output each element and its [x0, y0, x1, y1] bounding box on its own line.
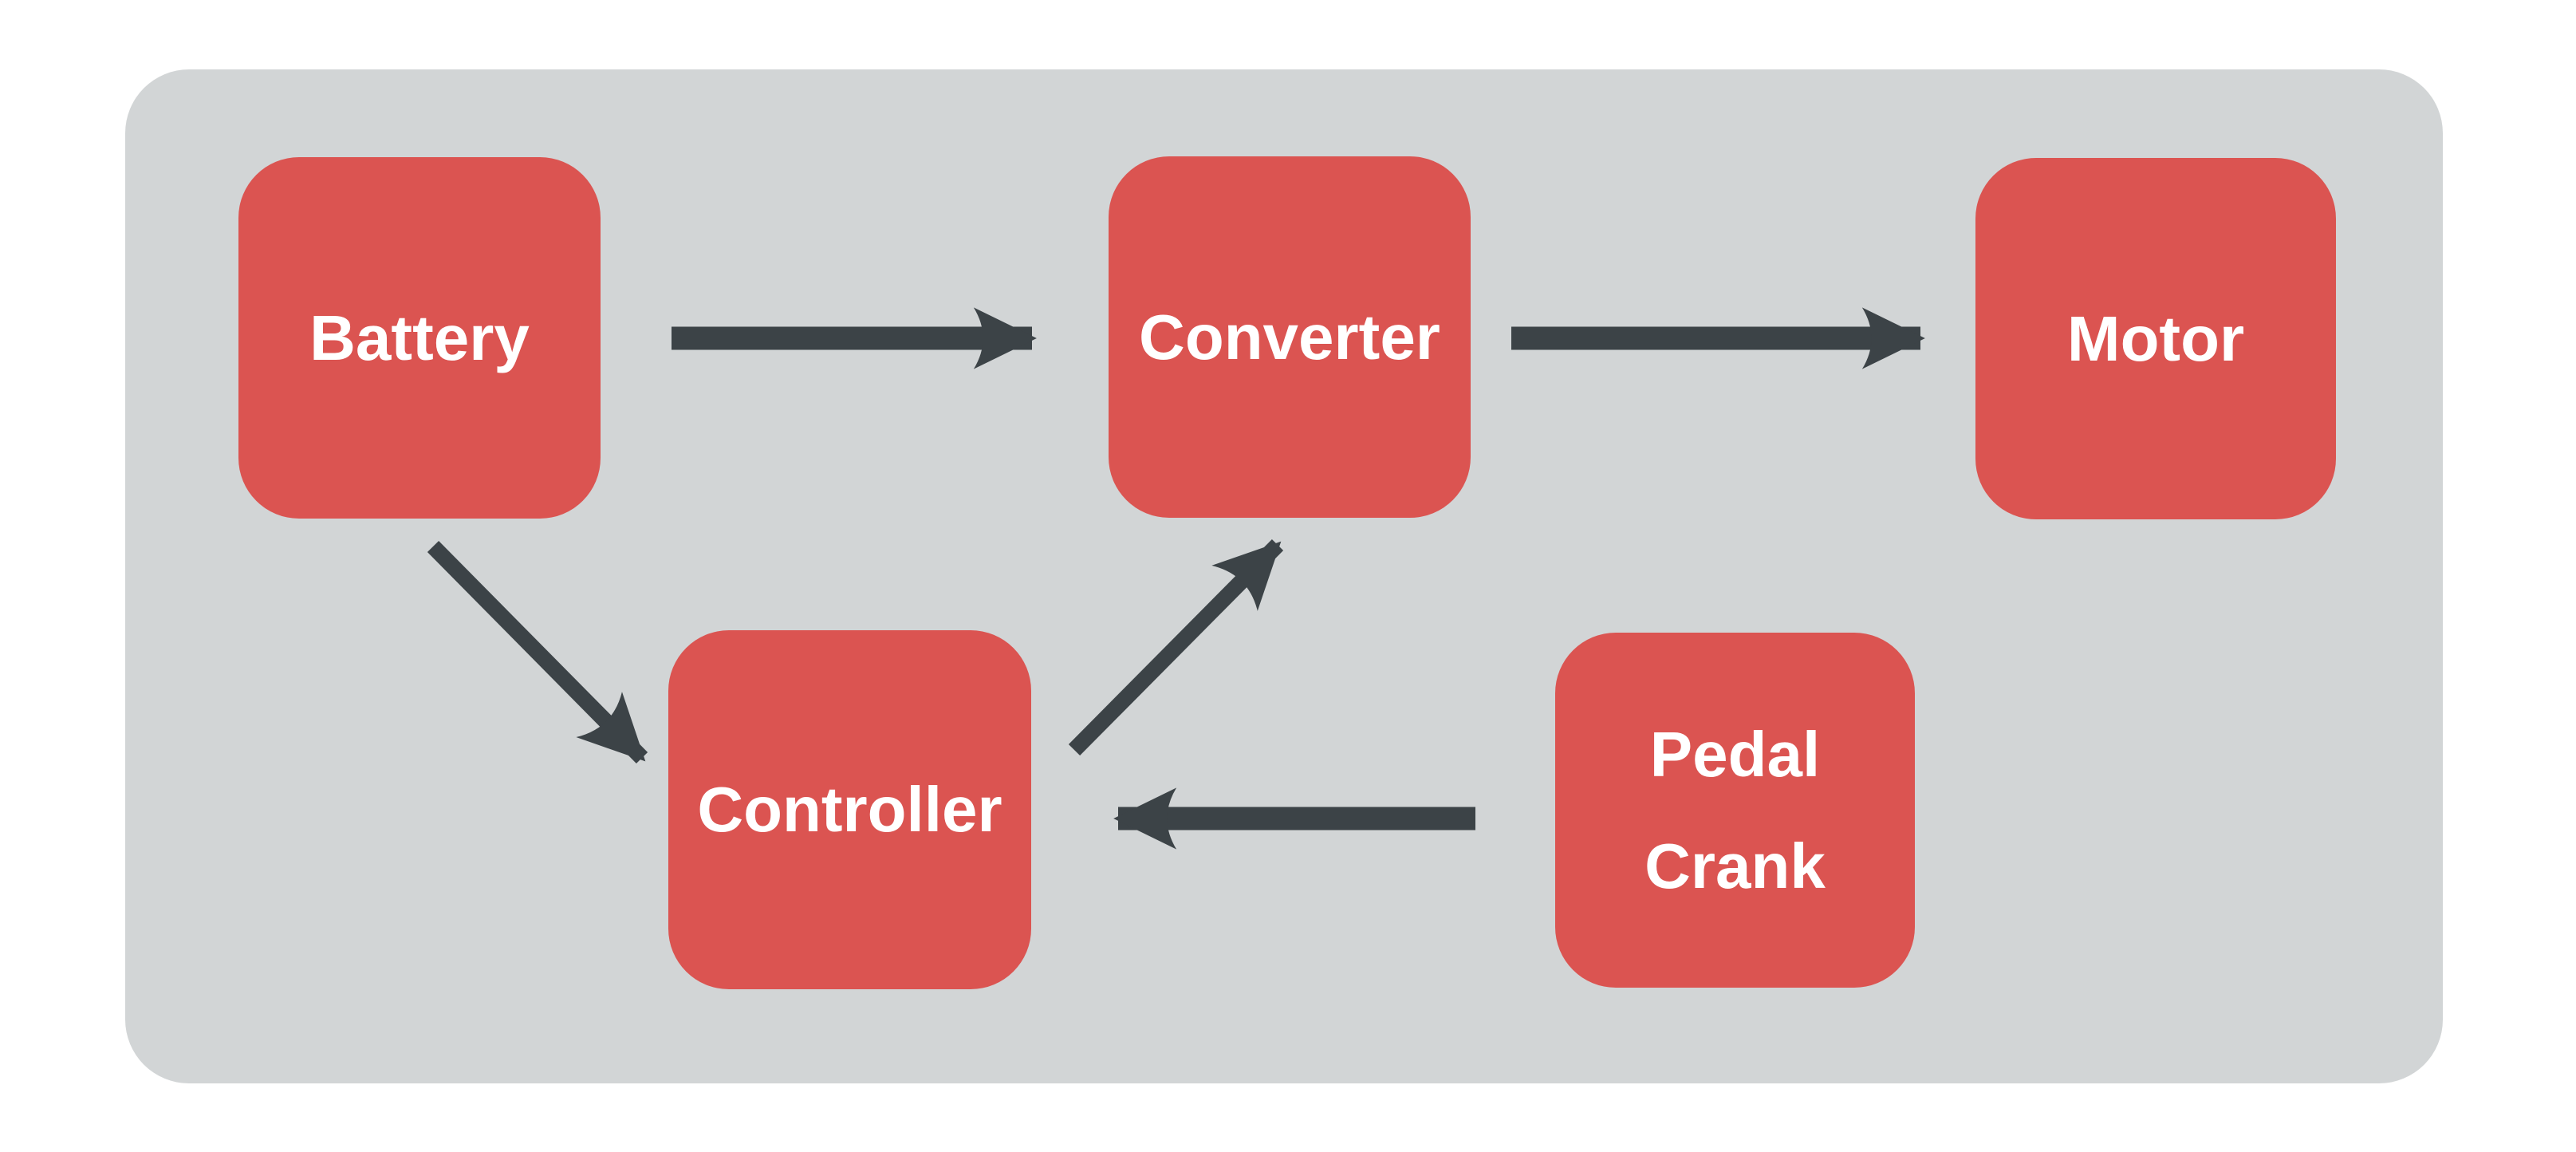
node-motor-label: Motor	[2066, 302, 2245, 374]
node-motor: Motor	[1975, 158, 2336, 519]
node-controller-label: Controller	[697, 774, 1002, 845]
node-battery-label: Battery	[309, 302, 530, 373]
node-converter-label: Converter	[1139, 301, 1440, 373]
node-controller: Controller	[668, 630, 1031, 989]
node-pedal-crank-label: Pedal Crank	[1644, 718, 1826, 901]
node-pedal-crank: Pedal Crank	[1555, 633, 1915, 988]
node-battery: Battery	[238, 157, 601, 519]
node-converter: Converter	[1109, 156, 1471, 518]
